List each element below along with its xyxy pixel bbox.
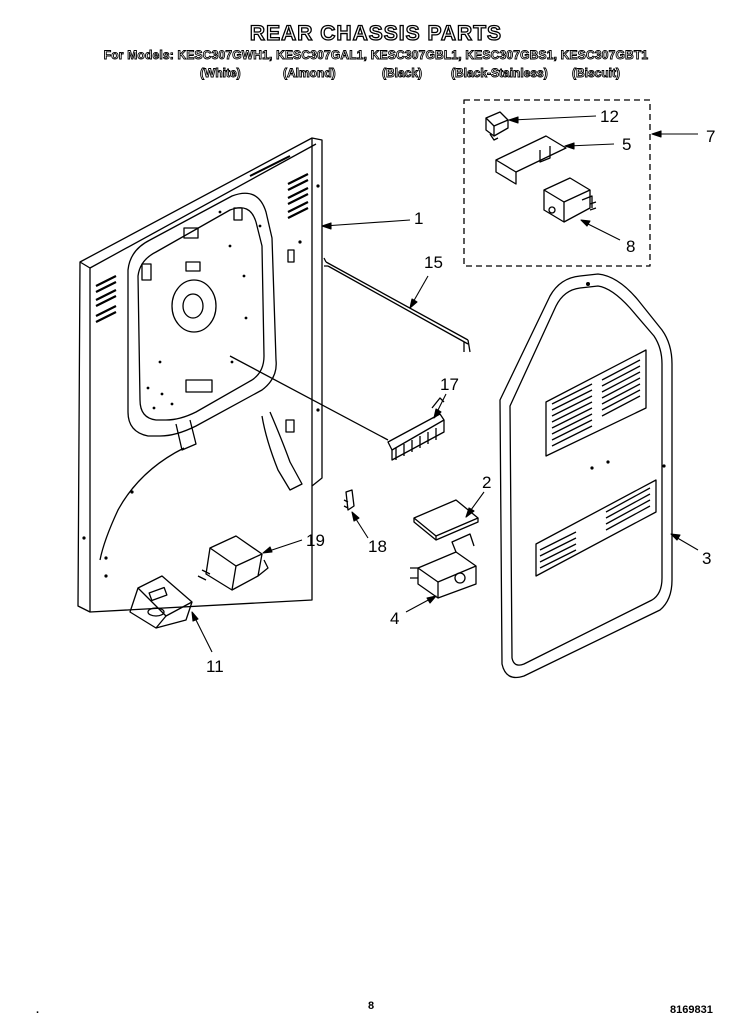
callout-7: 7 [706, 127, 715, 146]
color-biscuit: (Biscuit) [572, 66, 621, 81]
terminal-block-part-17 [387, 397, 445, 461]
color-black-stainless: (Black-Stainless) [451, 66, 549, 81]
callout-18: 18 [368, 537, 387, 556]
bracket-part-5 [495, 135, 567, 185]
leader-arrows [191, 115, 699, 653]
callout-8: 8 [626, 237, 635, 256]
bracket-part-19 [197, 535, 269, 591]
callout-19: 19 [306, 531, 325, 550]
solenoid-part-8 [543, 177, 597, 223]
rod-part-15 [323, 257, 471, 353]
switch-part-12 [485, 111, 509, 141]
housing-part-11 [129, 575, 193, 629]
page-number: 8 [368, 1000, 375, 1012]
callout-3: 3 [702, 549, 711, 568]
color-black: (Black) [382, 66, 423, 81]
callout-5: 5 [622, 135, 631, 154]
assembly-group-box [463, 99, 651, 267]
color-almond: (Almond) [283, 66, 337, 81]
clip-part-18 [343, 489, 355, 511]
callout-12: 12 [600, 107, 619, 126]
cover-plate-part-2 [413, 499, 479, 541]
part-number: 8169831 [670, 1004, 713, 1016]
callout-11: 11 [206, 657, 224, 676]
page-title: REAR CHASSIS PARTS [249, 21, 503, 45]
bracket-box-part-4 [410, 533, 477, 599]
back-cover-part-3 [499, 273, 673, 679]
callout-2: 2 [482, 473, 491, 492]
callout-1: 1 [414, 209, 423, 228]
callout-15: 15 [424, 253, 443, 272]
callout-17: 17 [440, 375, 459, 394]
footer-mark: . [36, 1004, 40, 1016]
callout-4: 4 [390, 609, 399, 628]
rear-chassis-panel [77, 137, 389, 613]
color-white: (White) [200, 66, 242, 81]
models-line: For Models: KESC307GWH1, KESC307GAL1, KE… [103, 48, 649, 63]
